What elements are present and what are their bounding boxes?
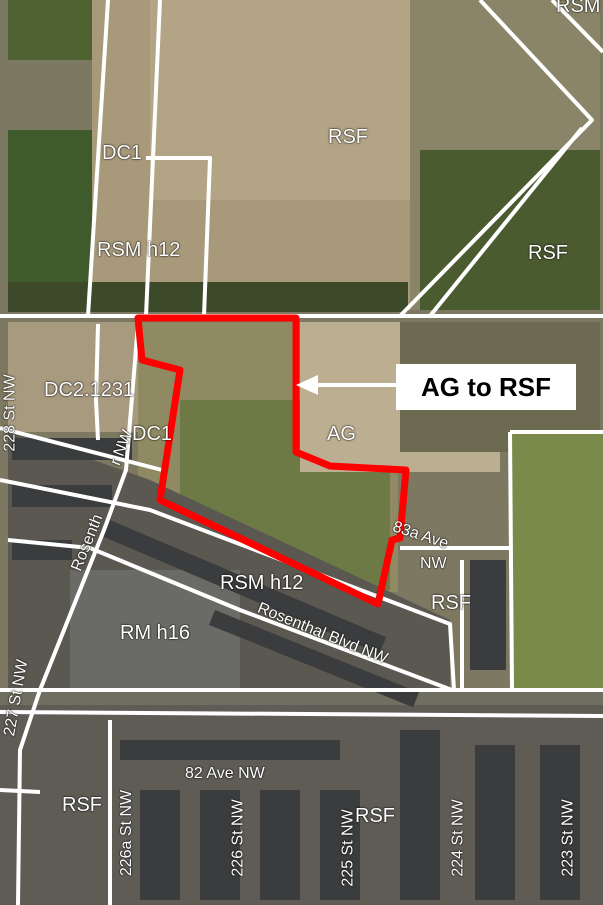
zone-label-rsm-h12-west: RSM h12	[97, 239, 181, 261]
zone-label-rsf-northeast: RSF	[528, 242, 568, 264]
rm-h16-parcel	[70, 570, 240, 690]
house-column	[400, 730, 440, 900]
zone-label-ag: AG	[327, 423, 356, 445]
zone-label-rsm-h12-top: RSM h12	[556, 0, 603, 17]
street-label-224-st: 224 St NW	[449, 799, 467, 877]
zone-line	[0, 788, 41, 794]
zone-label-dc1-north: DC1	[102, 142, 143, 164]
northeast-trees	[420, 150, 600, 310]
tree-line	[8, 282, 408, 312]
zone-line	[146, 156, 212, 317]
house-row	[12, 485, 112, 507]
house-column	[200, 790, 240, 900]
house-column	[140, 790, 180, 900]
street-label-228-st: 228 St NW	[1, 374, 19, 452]
rezoning-callout: AG to RSF	[396, 364, 576, 410]
zone-line	[398, 0, 594, 318]
house-column	[540, 745, 580, 900]
zone-line	[550, 0, 603, 54]
house-row	[120, 740, 340, 760]
zone-label-rsf-southwest: RSF	[62, 794, 102, 816]
zone-line	[7, 538, 453, 692]
street-label-82-ave: 82 Ave NW	[185, 765, 265, 782]
street-label-226-st: 226 St NW	[229, 799, 247, 877]
street-label-223-st: 223 St NW	[559, 799, 577, 877]
street-label-225-st: 225 St NW	[339, 809, 357, 887]
west-parcel	[8, 322, 138, 432]
house-column	[470, 560, 506, 670]
zone-line	[86, 0, 110, 317]
house-column	[320, 790, 360, 900]
street-label-226a-st: 226a St NW	[118, 789, 136, 877]
zone-line	[94, 323, 100, 441]
street-label-83a-ave-nw: NW	[420, 555, 447, 572]
zone-label-dc2: DC2.1231	[44, 379, 135, 401]
zone-label-rsf-east: RSF	[431, 592, 471, 614]
house-row	[102, 520, 387, 654]
house-column	[475, 745, 515, 900]
green-field	[8, 130, 92, 310]
callout-arrow-head	[296, 375, 318, 395]
zone-label-rsf-north: RSF	[328, 126, 368, 148]
road-corridor	[0, 690, 603, 705]
east-field	[512, 430, 603, 690]
zone-line	[508, 431, 514, 691]
zone-line	[0, 426, 163, 472]
zone-line	[428, 126, 584, 318]
house-row	[209, 610, 419, 708]
zone-label-rsm-h12-south: RSM h12	[220, 572, 304, 594]
subject-site-boundary	[134, 314, 410, 608]
house-column	[260, 790, 300, 900]
zone-label-dc1-south: DC1	[132, 423, 173, 445]
graded-land	[150, 0, 410, 200]
zone-label-rsf-south: RSF	[355, 805, 395, 827]
zone-line	[16, 323, 140, 905]
zone-line	[0, 710, 603, 718]
tree-area	[8, 0, 92, 60]
house-rows	[12, 438, 580, 900]
zone-label-rm-h16: RM h16	[120, 622, 191, 644]
